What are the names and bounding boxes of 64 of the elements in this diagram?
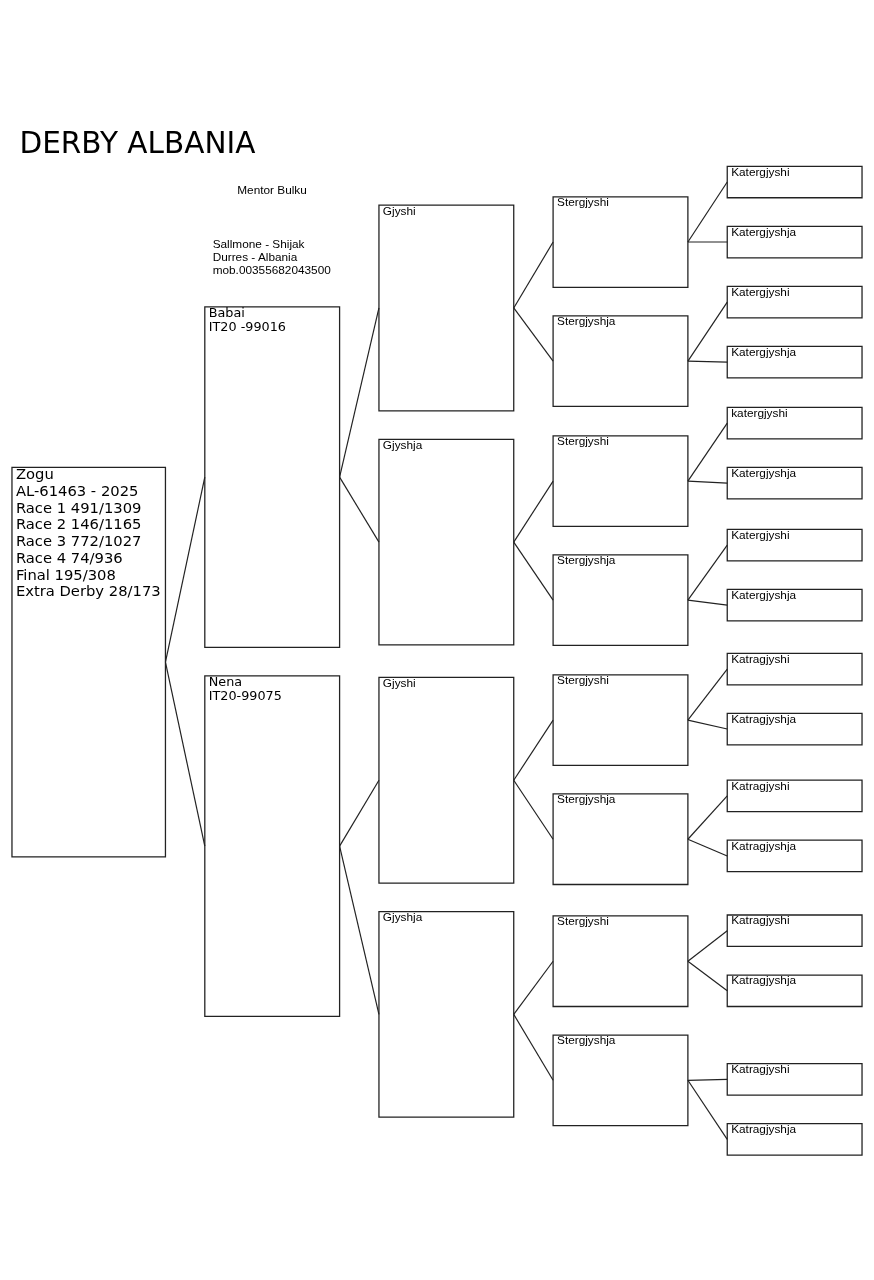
node-box: Gjyshja (378, 438, 515, 646)
connector (687, 719, 728, 730)
connector (687, 360, 728, 363)
node-box: Katragjyshi (726, 779, 863, 812)
connector (687, 1079, 728, 1140)
connector (687, 480, 728, 484)
node-box: Stergjyshi (552, 914, 689, 1007)
connector (513, 306, 554, 362)
connector (339, 845, 380, 1015)
connector (687, 421, 728, 482)
node-box: Stergjyshja (552, 314, 689, 407)
connector (513, 480, 554, 543)
connector (513, 1013, 554, 1081)
connector (687, 543, 728, 601)
connector (164, 661, 206, 847)
node-box: Gjyshi (378, 204, 515, 411)
node-box: Babai IT20 -99016 (204, 305, 341, 648)
connector (339, 476, 380, 543)
node-box: Gjyshi (378, 676, 515, 884)
node-box: Katergjyshja (726, 345, 863, 378)
label: Mentor Bulku (237, 182, 307, 197)
node-box: Katergjyshja (726, 466, 863, 499)
node-box: Katergjyshja (726, 225, 863, 258)
node-box: Katergjyshi (726, 285, 863, 318)
node-box: Nena IT20-99075 (204, 674, 341, 1017)
connector (687, 667, 728, 721)
connector (513, 240, 554, 309)
connector (687, 300, 728, 362)
connector (687, 180, 728, 243)
node-box: Stergjyshja (552, 1033, 689, 1126)
node-box: Katergjyshi (726, 528, 863, 561)
label: Sallmone - Shijak Durres - Albania mob.00355682043500 (212, 236, 331, 277)
connector (687, 794, 728, 840)
connector (687, 838, 728, 857)
node-box: Katragjyshja (726, 839, 863, 872)
node-box: Stergjyshi (552, 195, 689, 288)
diagram-title: DERBY ALBANIA (19, 125, 256, 160)
node-box: Stergjyshja (552, 792, 689, 885)
connector (339, 779, 380, 847)
connector (513, 779, 554, 840)
node-box: Katragjyshi (726, 1062, 863, 1096)
connector (164, 476, 206, 663)
connector (687, 960, 728, 991)
node-box: Katragjyshja (726, 1122, 863, 1156)
node-box: Gjyshja (378, 910, 515, 1118)
node-box: Katragjyshi (726, 652, 863, 685)
connector (687, 599, 728, 606)
connector (339, 306, 380, 478)
node-box: Zogu AL-61463 - 2025 Race 1 491/1309 Race 2 146/1165 Race 3 772/1027 Race 4 74/936 Final 195/308 Extra Derby 28/173 (11, 466, 167, 858)
node-box: katergjyshi (726, 406, 863, 439)
connector (687, 1078, 728, 1081)
node-box: Stergjyshja (552, 553, 689, 646)
connector (687, 240, 728, 243)
connector (513, 719, 554, 781)
connector (513, 960, 554, 1015)
node-box: Stergjyshi (552, 434, 689, 527)
node-box: Katragjyshja (726, 712, 863, 745)
node-box: Katergjyshi (726, 165, 863, 198)
connector (513, 541, 554, 601)
node-box: Katergjyshja (726, 588, 863, 621)
node-box: Stergjyshi (552, 673, 689, 766)
connector (687, 929, 728, 962)
node-box: Katragjyshi (726, 913, 863, 947)
node-box: Katragjyshja (726, 973, 863, 1007)
